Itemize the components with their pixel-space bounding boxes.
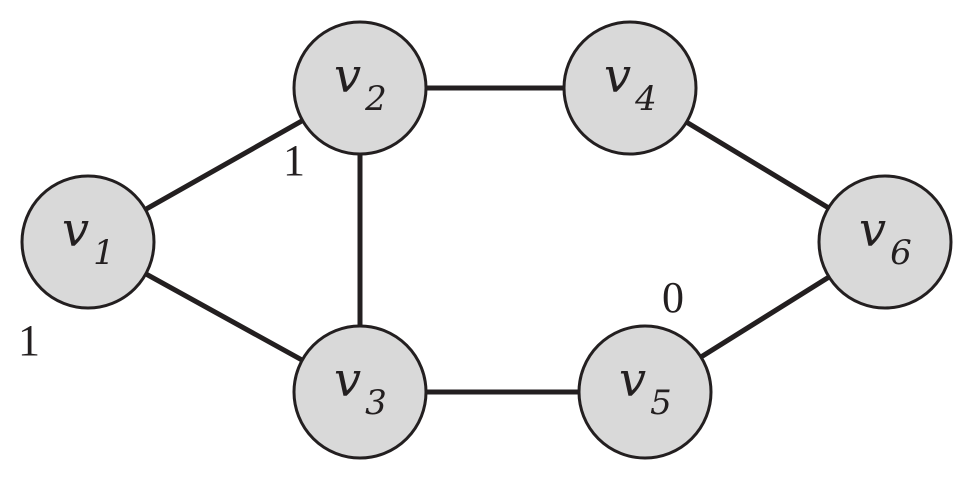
- node-circle-v2: [292, 20, 428, 156]
- node-var-v1: v: [62, 202, 89, 258]
- node-circle-v5: [577, 324, 713, 460]
- node-circle-v4: [562, 20, 698, 156]
- annotation-v2: 1: [283, 136, 305, 185]
- annotations-group: 1 1 0: [18, 136, 684, 365]
- node-sub-v2: 2: [364, 79, 387, 119]
- node-var-v2: v: [334, 48, 361, 104]
- node-circle-v1: [20, 174, 156, 310]
- node-circle-v6: [817, 174, 953, 310]
- node-sub-v3: 3: [365, 383, 387, 423]
- node-var-v5: v: [619, 352, 646, 408]
- edges-group: [85, 85, 888, 395]
- annotation-v5: 0: [662, 273, 684, 322]
- node-sub-v5: 5: [650, 383, 672, 423]
- node-var-v6: v: [859, 202, 886, 258]
- node-sub-v1: 1: [93, 233, 115, 273]
- node-sub-v4: 4: [634, 79, 657, 119]
- node-sub-v6: 6: [890, 233, 912, 273]
- node-var-v4: v: [604, 48, 631, 104]
- node-var-v3: v: [334, 352, 361, 408]
- annotation-v1: 1: [18, 316, 40, 365]
- node-circle-v3: [292, 324, 428, 460]
